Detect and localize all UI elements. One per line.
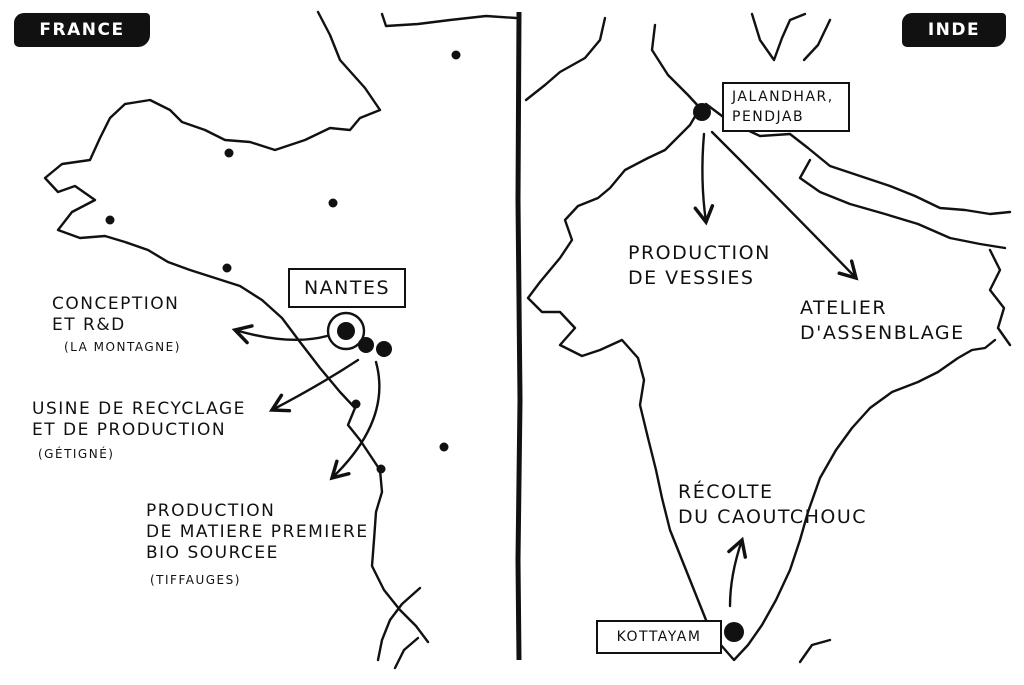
- step-assemblage-line-2: D'ASSENBLAGE: [800, 322, 965, 344]
- step-caoutchouc-label: RÉCOLTE DU CAOUTCHOUC: [678, 480, 867, 530]
- site-conception-title: CONCEPTION ET R&D: [52, 294, 179, 336]
- france-coastline: [43, 10, 518, 670]
- site-production-title: PRODUCTION DE MATIERE PREMIERE BIO SOURC…: [146, 501, 369, 564]
- france-arrows: [231, 324, 381, 481]
- france-region-tag: FRANCE: [14, 13, 150, 47]
- site-production-detail: (TIFFAUGES): [150, 573, 241, 587]
- site-usine-line-1: USINE DE RECYCLAGE: [32, 399, 246, 419]
- step-vessies-label: PRODUCTION DE VESSIES: [628, 241, 771, 291]
- site-conception-line-2: ET R&D: [52, 315, 126, 335]
- jalandhar-city-box: JALANDHAR, PENDJAB: [722, 82, 850, 132]
- nantes-city-box: NANTES: [288, 268, 406, 308]
- kottayam-city-box: KOTTAYAM: [596, 620, 722, 654]
- india-city-markers: [693, 103, 744, 642]
- step-assemblage-line-1: ATELIER: [800, 297, 888, 319]
- jalandhar-line-1: JALANDHAR,: [732, 89, 834, 105]
- site-conception-detail: (LA MONTAGNE): [64, 340, 181, 354]
- site-production-line-1: PRODUCTION: [146, 501, 276, 521]
- step-caoutchouc-line-1: RÉCOLTE: [678, 481, 774, 503]
- center-divider: [515, 11, 523, 661]
- step-vessies-line-2: DE VESSIES: [628, 267, 755, 289]
- step-caoutchouc-line-2: DU CAOUTCHOUC: [678, 506, 868, 528]
- france-city-dots: [105, 50, 461, 474]
- site-production-line-3: BIO SOURCEE: [146, 543, 279, 563]
- step-assemblage-label: ATELIER D'ASSENBLAGE: [800, 296, 965, 346]
- site-usine-line-2: ET DE PRODUCTION: [32, 420, 227, 440]
- site-usine-detail: (GÉTIGNÉ): [38, 447, 115, 461]
- india-outline: [524, 12, 1012, 664]
- site-production-line-2: DE MATIERE PREMIERE: [146, 522, 369, 542]
- jalandhar-line-2: PENDJAB: [732, 109, 805, 125]
- site-usine-title: USINE DE RECYCLAGE ET DE PRODUCTION: [32, 399, 246, 441]
- india-arrows: [693, 130, 859, 608]
- nantes-marker: [326, 311, 392, 357]
- step-vessies-line-1: PRODUCTION: [628, 242, 771, 264]
- india-region-tag: INDE: [902, 13, 1006, 47]
- site-conception-line-1: CONCEPTION: [52, 294, 180, 314]
